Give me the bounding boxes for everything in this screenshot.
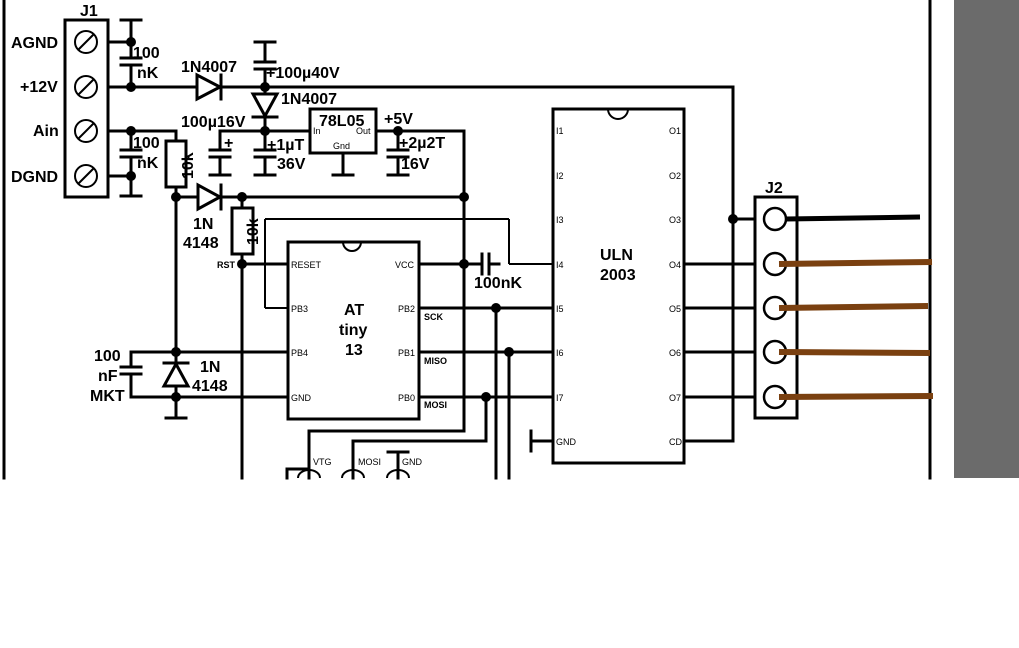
- signal-sck: SCK: [424, 312, 444, 322]
- signal-mosi: MOSI: [424, 400, 447, 410]
- cap-1ut-label-1: +1µT: [267, 137, 304, 154]
- uln-pin-o7: O7: [669, 393, 681, 403]
- uln-pin-o1: O1: [669, 126, 681, 136]
- uln-pin-i2: I2: [556, 171, 564, 181]
- attiny-pin-pb3: PB3: [291, 304, 308, 314]
- diode-d1-label: 1N4007: [181, 59, 237, 76]
- uln-gnd-stub: [529, 429, 555, 453]
- pb4-input-network: [119, 347, 290, 420]
- j1-label: J1: [80, 3, 98, 20]
- cap-2u2-label-2: 16V: [401, 156, 430, 173]
- terminal-label-agnd: AGND: [11, 35, 58, 52]
- attiny-pin-pb0: PB0: [398, 393, 415, 403]
- attiny-name-2: tiny: [339, 322, 368, 339]
- cap-mkt-label-1: 100: [94, 348, 121, 365]
- diode-d2-label: 1N4007: [281, 91, 337, 108]
- attiny-to-uln-wires: [307, 303, 555, 480]
- rst-label: RST: [217, 260, 236, 270]
- uln-pin-i5: I5: [556, 304, 564, 314]
- supply-5v-label: +5V: [384, 111, 413, 128]
- j2-label: J2: [765, 180, 783, 197]
- terminal-label-dgnd: DGND: [11, 169, 58, 186]
- resistor-10k-a-label: 10k: [180, 152, 197, 179]
- svg-text:+: +: [224, 135, 233, 152]
- side-panel: [954, 0, 1019, 478]
- uln-pin-o4: O4: [669, 260, 681, 270]
- uln-pin-o5: O5: [669, 304, 681, 314]
- connector-j1: J1 AGND +12V Ain DGND: [11, 3, 110, 199]
- regulator-pin-gnd: Gnd: [333, 141, 350, 151]
- uln-name-1: ULN: [600, 247, 633, 264]
- isp-pin-gnd: GND: [402, 457, 423, 467]
- attiny-pin-gnd: GND: [291, 393, 312, 403]
- j1-screw-terminals: [74, 30, 98, 188]
- connector-j2: J2: [753, 180, 799, 420]
- uln-name-2: 2003: [600, 267, 636, 284]
- uln2003-chip: ULN 2003 I1 I2 I3 I4 I5 I6 I7 GND O1 O2 …: [551, 107, 686, 465]
- diode-d2: [250, 85, 280, 133]
- terminal-label-ain: Ain: [33, 123, 59, 140]
- uln-pin-i3: I3: [556, 215, 564, 225]
- supply-12v-rail: [129, 72, 735, 221]
- signal-miso: MISO: [424, 356, 447, 366]
- attiny-name-3: 13: [345, 342, 363, 359]
- cap-ain-value-2: nK: [137, 155, 159, 172]
- cap-1ut-label-2: 36V: [277, 156, 306, 173]
- diode-d4-label-2: 4148: [192, 378, 228, 395]
- uln-pin-o3: O3: [669, 215, 681, 225]
- regulator-pin-in: In: [313, 126, 321, 136]
- uln-to-j2-wires: [682, 214, 764, 443]
- regulator-78l05: 78L05 In Out Gnd: [308, 107, 378, 177]
- cap-100u40v-label: +100µ40V: [266, 65, 340, 82]
- cap-mkt-label-3: MKT: [90, 388, 125, 405]
- attiny13-chip: AT tiny 13 RESET PB3 PB4 GND VCC PB2 PB1…: [286, 240, 421, 421]
- attiny-pin-pb2: PB2: [398, 304, 415, 314]
- cap-100nk-label: 100nK: [474, 275, 522, 292]
- cap-2u2-label-1: +2µ2T: [399, 135, 445, 152]
- attiny-pin-pb1: PB1: [398, 348, 415, 358]
- cap-100u16v-label: 100µ16V: [181, 114, 246, 131]
- regulator-input-node: +: [208, 126, 312, 177]
- uln-pin-o2: O2: [669, 171, 681, 181]
- uln-pin-i7: I7: [556, 393, 564, 403]
- uln-pin-o6: O6: [669, 348, 681, 358]
- isp-pin-vtg: VTG: [313, 457, 332, 467]
- diode-d3-label-2: 4148: [183, 235, 219, 252]
- uln-pin-i4: I4: [556, 260, 564, 270]
- vcc-decoupling: [417, 252, 501, 276]
- cap-top-value-2: nK: [137, 65, 159, 82]
- cap-mkt-label-2: nF: [98, 368, 118, 385]
- uln-pin-i6: I6: [556, 348, 564, 358]
- uln-pin-cd: CD: [669, 437, 682, 447]
- isp-header: VTG MOSI GND: [285, 450, 423, 480]
- attiny-pin-vcc: VCC: [395, 260, 415, 270]
- regulator-pin-out: Out: [356, 126, 371, 136]
- cap-ain-value-1: 100: [133, 135, 160, 152]
- diode-d4-label-1: 1N: [200, 359, 220, 376]
- uln-pin-i1: I1: [556, 126, 564, 136]
- attiny-name-1: AT: [344, 302, 364, 319]
- cap-top-value-1: 100: [133, 45, 160, 62]
- pb3-route: [264, 218, 553, 309]
- external-cable-wires: [778, 214, 934, 400]
- diode-d3-label-1: 1N: [193, 216, 213, 233]
- attiny-pin-pb4: PB4: [291, 348, 308, 358]
- supply-5v-rail: [374, 126, 469, 433]
- terminal-label-12v: +12V: [20, 79, 58, 96]
- resistor-10k-b-label: 10k: [245, 218, 262, 245]
- attiny-pin-reset: RESET: [291, 260, 322, 270]
- isp-pin-mosi: MOSI: [358, 457, 381, 467]
- uln-pin-gnd: GND: [556, 437, 577, 447]
- cap-100u40v: [253, 40, 277, 89]
- regulator-name: 78L05: [319, 113, 364, 130]
